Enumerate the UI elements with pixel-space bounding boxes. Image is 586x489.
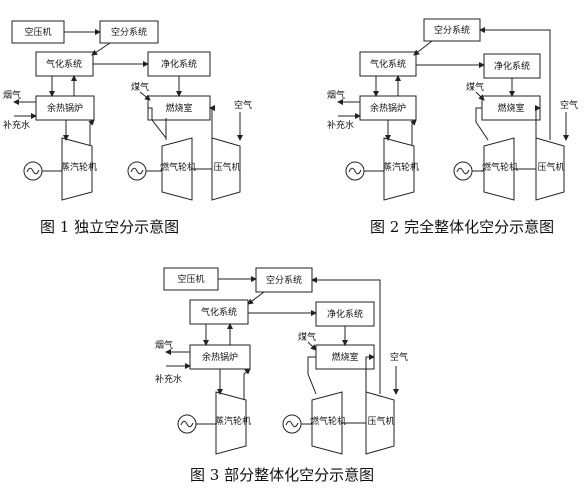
- fig2-fuel-gas-label: 煤气: [466, 81, 484, 93]
- fig3-combustor-box: [315, 344, 375, 370]
- fig3-air-compressor-label: 空压机: [177, 273, 204, 285]
- fig1-steam-turbine-label: 蒸汽轮机: [61, 161, 97, 173]
- fig2-hrsg-box: [359, 95, 417, 121]
- fig2-combustor-label: 燃烧室: [497, 102, 524, 114]
- fig1-gasification-box: [35, 51, 94, 77]
- fig3-makeup-water-label: 补充水: [155, 373, 182, 385]
- fig2-air-label: 空气: [560, 99, 578, 111]
- fig3-purification-box: [315, 301, 375, 327]
- fig1-gas-turbine-label: 燃气轮机: [160, 161, 196, 173]
- fig1-steam-turbine: [61, 137, 93, 201]
- fig2-steam-generator-icon: [345, 161, 384, 181]
- fig1-gas-generator-icon: [127, 161, 162, 181]
- fig2-gasification-box: [359, 51, 417, 77]
- fig3-hrsg-box: [189, 344, 251, 370]
- fig3-caption: 图 3 部分整体化空分示意图: [190, 466, 374, 484]
- fig1-compressor: [211, 137, 241, 201]
- fig3-steam-turbine: [215, 391, 247, 455]
- fig2-hrsg-label: 余热锅炉: [370, 102, 406, 114]
- fig1-gas-turbine: [161, 137, 193, 201]
- fig3-air-separation-label: 空分系统: [266, 274, 302, 286]
- fig1-combustor-label: 燃烧室: [165, 102, 192, 114]
- fig3-compressor: [365, 391, 395, 455]
- fig1-hrsg-box: [35, 95, 95, 121]
- fig2-purification-box: [483, 53, 541, 79]
- fig2-compressor: [535, 137, 565, 201]
- fig1-air-compressor-label: 空压机: [24, 26, 51, 38]
- fig2-gas-turbine-label: 燃气轮机: [482, 161, 518, 173]
- fig1-flue-gas-label: 烟气: [3, 89, 21, 101]
- fig3-gas-generator-icon: [282, 414, 312, 434]
- fig2-steam-turbine: [383, 137, 415, 201]
- fig3-purification-label: 净化系统: [327, 308, 363, 320]
- fig2-gas-generator-icon: [453, 161, 484, 181]
- fig2-makeup-water-label: 补充水: [327, 119, 354, 131]
- fig2-gasification-label: 气化系统: [370, 58, 406, 70]
- fig3-hrsg-label: 余热锅炉: [202, 351, 238, 363]
- fig3-gas-turbine: [311, 391, 343, 455]
- fig3-gasification-label: 气化系统: [201, 306, 237, 318]
- fig2-air-separation-label: 空分系统: [434, 24, 470, 36]
- fig3-compressor-label: 压气机: [367, 415, 394, 427]
- fig2-compressor-label: 压气机: [537, 161, 564, 173]
- fig3-steam-generator-icon: [177, 414, 216, 434]
- fig1-air-label: 空气: [234, 99, 252, 111]
- fig3-fuel-gas-label: 煤气: [298, 331, 316, 343]
- fig1-makeup-water-label: 补充水: [3, 119, 30, 131]
- figure-1: 空压机 空分系统 气化系统 净化系统 余热锅炉 燃烧室 蒸汽轮机 燃气轮机 压气…: [3, 20, 252, 236]
- fig1-compressor-label: 压气机: [213, 161, 240, 173]
- fig3-gas-turbine-label: 燃气轮机: [310, 415, 346, 427]
- fig3-combustor-label: 燃烧室: [331, 351, 358, 363]
- fig2-gas-turbine: [483, 137, 515, 201]
- fig1-caption: 图 1 独立空分示意图: [40, 218, 179, 236]
- fig1-hrsg-label: 余热锅炉: [47, 102, 83, 114]
- figure-2: 空分系统 气化系统 净化系统 余热锅炉 燃烧室 蒸汽轮机 燃气轮机 压气机: [327, 18, 578, 236]
- fig1-purification-label: 净化系统: [161, 58, 197, 70]
- fig3-steam-turbine-label: 蒸汽轮机: [215, 415, 251, 427]
- fig3-air-label: 空气: [390, 351, 408, 363]
- fig1-gasification-label: 气化系统: [46, 58, 82, 70]
- fig2-steam-turbine-label: 蒸汽轮机: [383, 161, 419, 173]
- fig1-fuel-gas-label: 煤气: [131, 81, 149, 93]
- fig1-steam-generator-icon: [23, 161, 62, 181]
- fig3-flue-gas-label: 烟气: [155, 339, 173, 351]
- fig2-caption: 图 2 完全整体化空分示意图: [370, 218, 554, 236]
- fig3-gasification-box: [189, 299, 249, 325]
- fig2-purification-label: 净化系统: [494, 60, 530, 72]
- fig1-air-separation-label: 空分系统: [111, 26, 147, 38]
- fig2-flue-gas-label: 烟气: [327, 89, 345, 101]
- figure-3: 空压机 空分系统 气化系统 净化系统 余热锅炉 燃烧室 蒸汽轮机 燃气轮机 压气…: [155, 267, 408, 484]
